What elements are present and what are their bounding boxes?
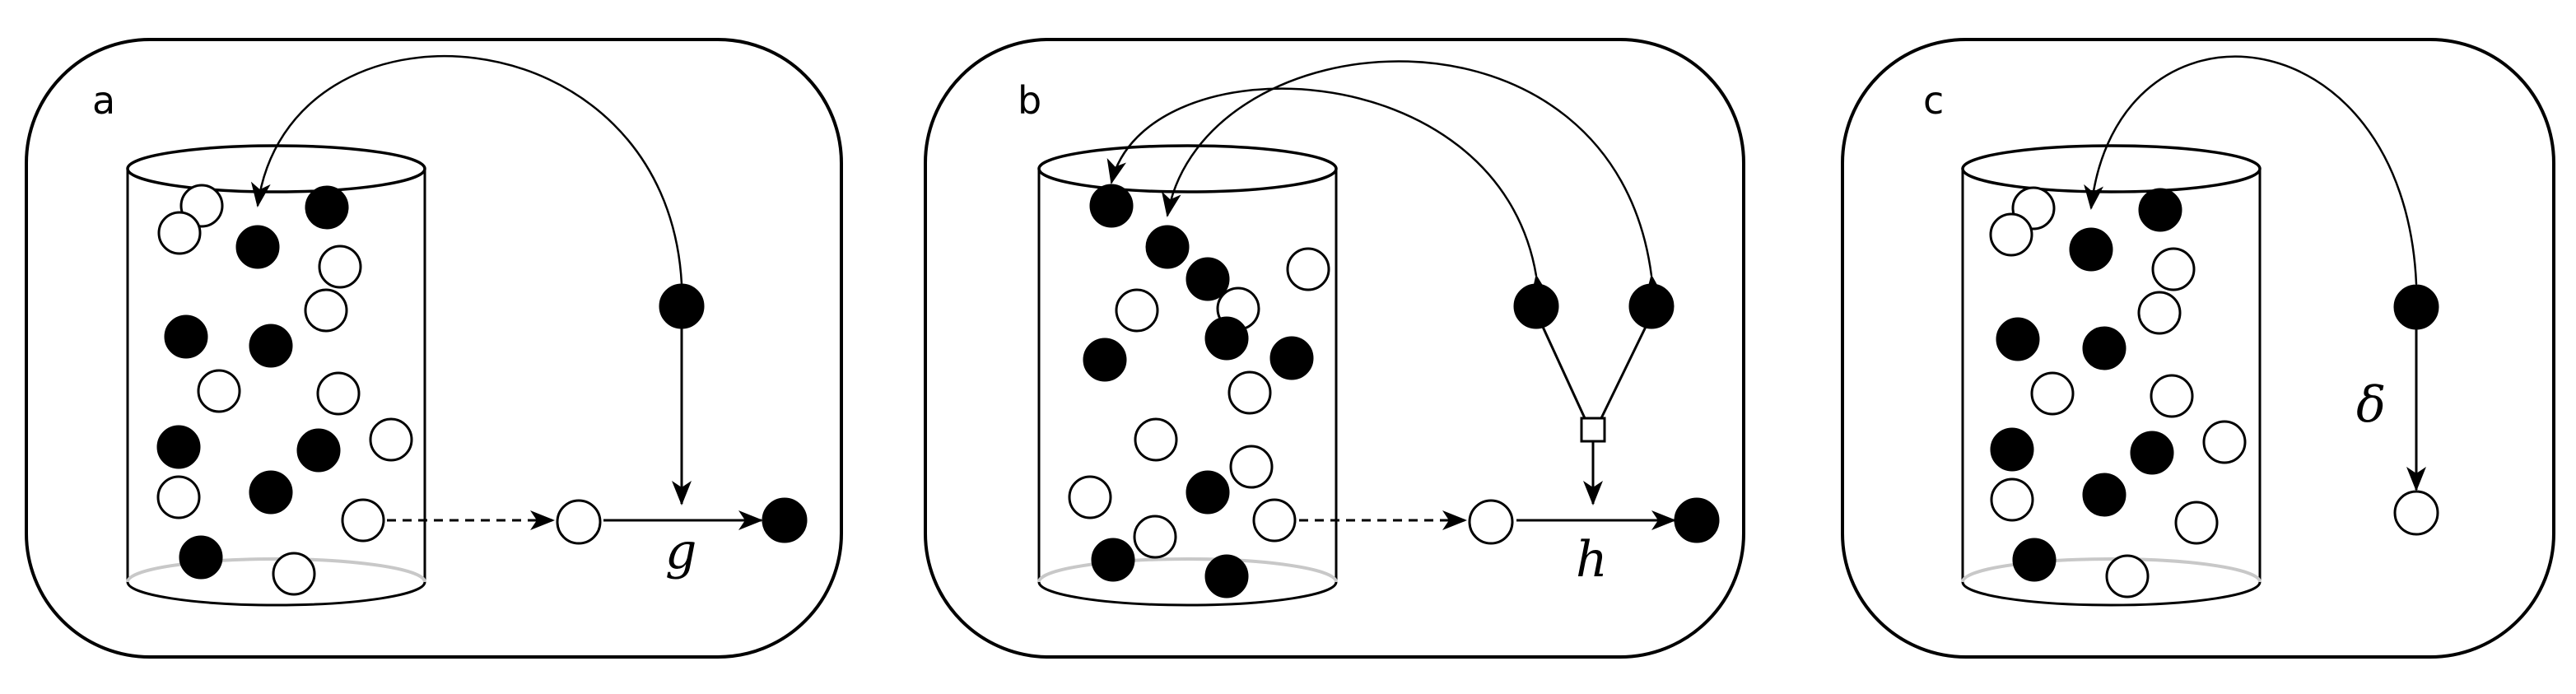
ball bbox=[1083, 338, 1127, 382]
panel-a-drawn-ball bbox=[659, 283, 705, 329]
panel-a-urn-top bbox=[126, 144, 426, 193]
panel-b-urn-top bbox=[1037, 144, 1338, 193]
panel-b-merge-right bbox=[1600, 326, 1647, 419]
panel-b: b bbox=[924, 38, 1745, 659]
panel-b-draw-arrow-right bbox=[1162, 60, 1665, 300]
ball bbox=[318, 245, 362, 289]
panel-c-result-ball bbox=[2393, 490, 2439, 536]
ball bbox=[2137, 291, 2182, 335]
ball bbox=[2012, 538, 2057, 582]
ball bbox=[2069, 227, 2113, 272]
panel-c: c bbox=[1841, 38, 2555, 659]
panel-a-input-ball bbox=[556, 499, 602, 545]
ball bbox=[316, 371, 361, 416]
ball bbox=[305, 185, 349, 230]
ball bbox=[1133, 515, 1177, 559]
panel-c-drawn-ball bbox=[2393, 284, 2439, 330]
panel-b-output-ball bbox=[1674, 497, 1720, 543]
panel-c-letter: c bbox=[1923, 78, 1944, 123]
panel-a-output-ball bbox=[762, 497, 808, 543]
ball bbox=[1186, 470, 1230, 515]
ball bbox=[235, 225, 280, 269]
ball bbox=[2030, 371, 2075, 416]
ball bbox=[1286, 247, 1330, 291]
panel-a-frame bbox=[25, 38, 843, 659]
ball bbox=[249, 470, 293, 515]
ball bbox=[1252, 498, 1297, 543]
ball bbox=[249, 324, 293, 368]
ball bbox=[272, 552, 316, 596]
panel-b-merge-left bbox=[1541, 326, 1586, 419]
panel-b-join-box bbox=[1580, 417, 1606, 443]
ball bbox=[2105, 554, 2150, 599]
ball bbox=[1229, 445, 1274, 489]
panel-b-drawn-ball-right bbox=[1628, 283, 1675, 329]
ball bbox=[1269, 336, 1314, 380]
panel-c-urn bbox=[1961, 144, 2262, 607]
panel-c-draw-arrow bbox=[2084, 55, 2428, 308]
ball bbox=[2082, 473, 2126, 517]
ball bbox=[1089, 184, 1134, 228]
ball bbox=[2082, 326, 2126, 370]
ball bbox=[1068, 475, 1112, 519]
panel-b-letter: b bbox=[1018, 78, 1041, 123]
panel-a-operator-label: g bbox=[665, 523, 696, 580]
ball bbox=[1996, 317, 2040, 361]
ball bbox=[1134, 417, 1178, 462]
panel-a-letter: a bbox=[92, 78, 115, 123]
ball bbox=[341, 498, 385, 543]
panel-c-urn-top bbox=[1961, 144, 2262, 193]
ball bbox=[2138, 188, 2182, 232]
panel-b-operator-label: h bbox=[1576, 531, 1608, 589]
ball bbox=[179, 535, 223, 580]
ball bbox=[369, 417, 413, 462]
panel-b-drawn-ball-left bbox=[1513, 283, 1559, 329]
panel-b-frame bbox=[924, 38, 1745, 659]
panel-a-draw-arrow bbox=[250, 54, 693, 308]
ball bbox=[1145, 225, 1190, 269]
ball bbox=[156, 425, 201, 469]
ball bbox=[2174, 501, 2219, 545]
ball bbox=[2130, 431, 2174, 475]
ball bbox=[1115, 288, 1159, 333]
ball bbox=[164, 314, 208, 359]
ball bbox=[1227, 370, 1272, 415]
ball bbox=[1204, 554, 1249, 599]
ball bbox=[304, 288, 348, 333]
ball bbox=[1990, 477, 2034, 522]
ball bbox=[296, 428, 341, 473]
ball bbox=[157, 211, 202, 255]
ball bbox=[1204, 316, 1249, 361]
ball bbox=[197, 369, 241, 413]
ball bbox=[1091, 538, 1135, 582]
ball bbox=[1990, 427, 2034, 472]
ball bbox=[2202, 420, 2247, 464]
ball bbox=[2151, 247, 2196, 291]
ball bbox=[1186, 257, 1230, 301]
ball bbox=[1989, 212, 2033, 257]
panel-c-operator-label: δ bbox=[2356, 376, 2386, 434]
ball bbox=[2150, 374, 2194, 418]
ball bbox=[156, 475, 201, 519]
panel-b-input-ball bbox=[1468, 499, 1514, 545]
panel-a: a bbox=[25, 38, 843, 659]
